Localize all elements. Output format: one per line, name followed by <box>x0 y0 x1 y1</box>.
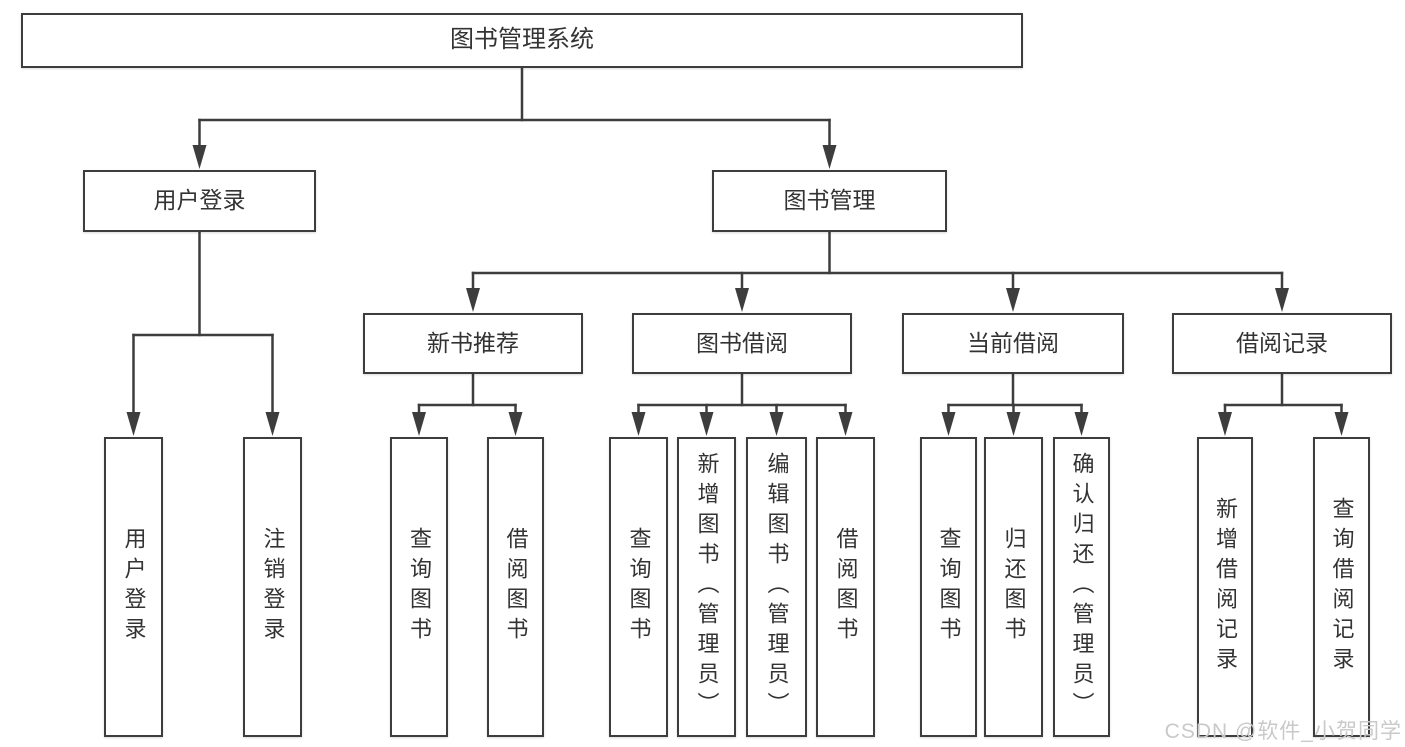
node-leaf-logout: 注销登录 <box>243 437 302 737</box>
node-leaf-nb-borrow: 借阅图书 <box>487 437 544 737</box>
node-leaf-cb-query: 查询图书 <box>920 437 977 737</box>
node-leaf-bb-query: 查询图书 <box>609 437 668 737</box>
node-leaf-bb-borrow: 借阅图书 <box>816 437 875 737</box>
arrowhead-icon <box>1006 288 1020 312</box>
arrowhead-icon <box>192 145 207 169</box>
arrowhead-icon <box>1275 288 1289 312</box>
node-borrow-record: 借阅记录 <box>1172 313 1392 374</box>
arrowhead-icon <box>631 412 646 436</box>
node-leaf-nb-query: 查询图书 <box>390 437 448 737</box>
arrowhead-icon <box>1006 412 1021 436</box>
node-leaf-user-login: 用户登录 <box>104 437 163 737</box>
arrowhead-icon <box>699 412 714 436</box>
watermark: CSDN @软件_小贺同学 <box>1164 720 1402 743</box>
arrowhead-icon <box>265 412 280 436</box>
arrowhead-icon <box>769 412 784 436</box>
node-new-book: 新书推荐 <box>363 313 583 374</box>
arrowhead-icon <box>735 288 749 312</box>
node-book-borrow: 图书借阅 <box>632 313 852 374</box>
node-leaf-bb-edit: 编辑图书（管理员） <box>746 437 807 737</box>
arrowhead-icon <box>126 412 141 436</box>
node-book-mgmt: 图书管理 <box>712 170 947 232</box>
node-leaf-cb-return: 归还图书 <box>984 437 1043 737</box>
node-leaf-cb-confirm: 确认归还（管理员） <box>1053 437 1110 737</box>
arrowhead-icon <box>508 412 523 436</box>
arrowhead-icon <box>466 288 480 312</box>
arrowhead-icon <box>941 412 956 436</box>
arrowhead-icon <box>1074 412 1089 436</box>
node-user-login: 用户登录 <box>83 170 316 232</box>
node-leaf-br-query: 查询借阅记录 <box>1313 437 1370 737</box>
node-leaf-bb-add: 新增图书（管理员） <box>677 437 736 737</box>
arrowhead-icon <box>1218 412 1232 436</box>
arrowhead-icon <box>822 145 837 169</box>
node-root: 图书管理系统 <box>21 13 1023 68</box>
node-current-borrow: 当前借阅 <box>902 313 1124 374</box>
arrowhead-icon <box>838 412 853 436</box>
arrowhead-icon <box>1334 412 1349 436</box>
node-leaf-br-add: 新增借阅记录 <box>1197 437 1253 737</box>
arrowhead-icon <box>412 412 426 436</box>
